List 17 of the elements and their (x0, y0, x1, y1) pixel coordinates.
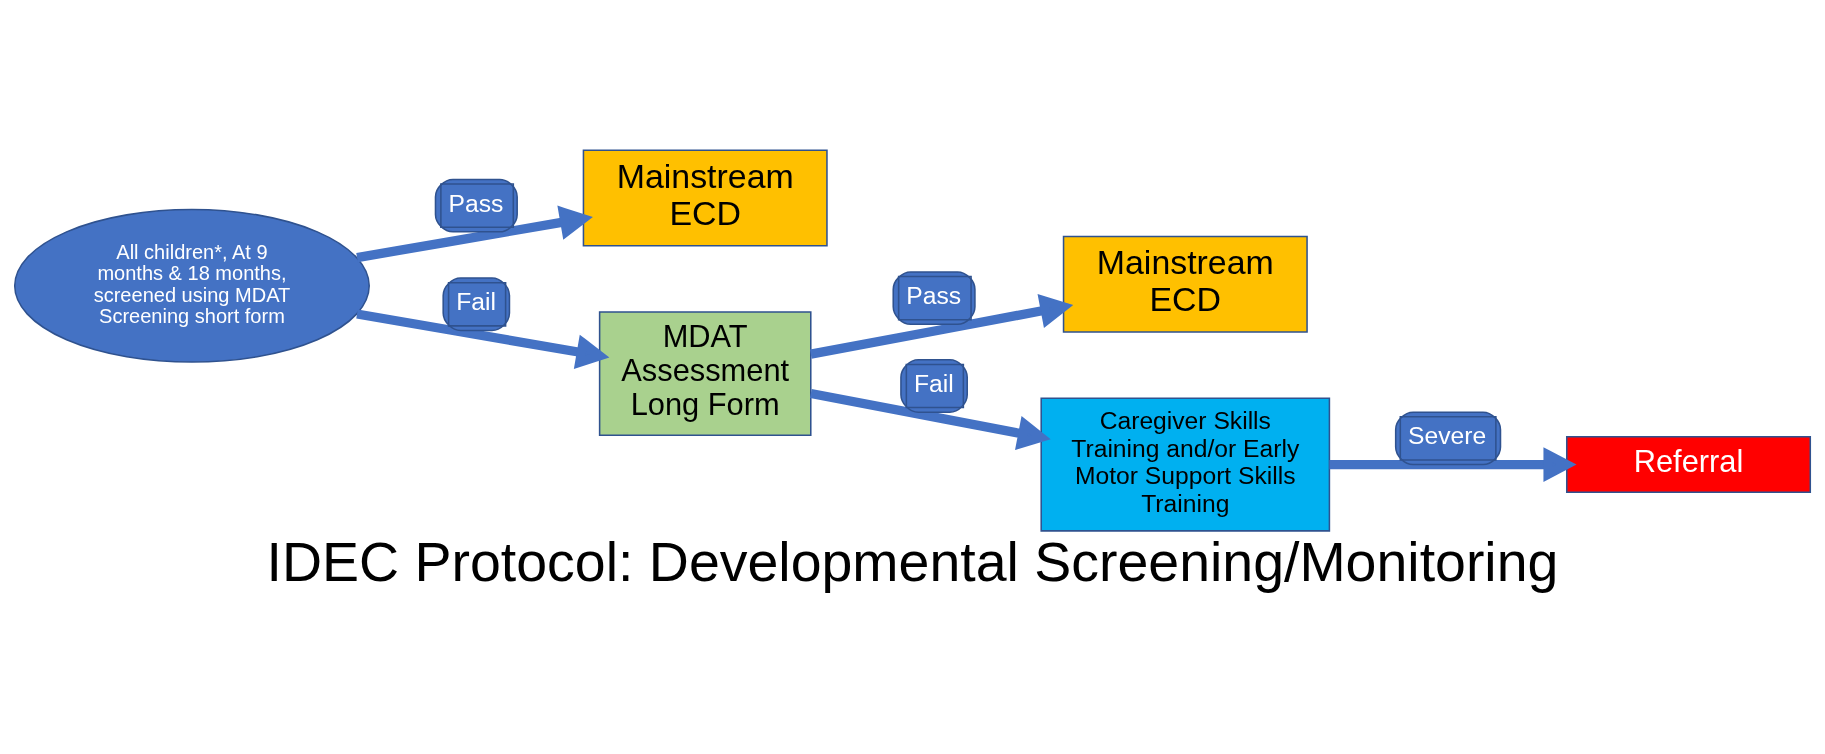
node-box: MDAT Assessment Long Form (598, 310, 812, 436)
arrow (1329, 446, 1577, 482)
node-ellipse: All children*, At 9 months & 18 months, screened using MDAT Screening short form (13, 208, 370, 363)
arrow (809, 388, 1051, 450)
edge-label: Fail (914, 369, 954, 397)
node-box: Mainstream ECD (1062, 235, 1308, 333)
edge-label: Pass (906, 281, 962, 309)
edge-label: Severe (1408, 421, 1487, 449)
edge-label: Fail (456, 287, 497, 315)
diagram-title: IDEC Protocol: Developmental Screening/Monitoring (266, 530, 1559, 593)
arrow (356, 205, 593, 262)
arrow (810, 293, 1074, 359)
edge-label: Pass (448, 189, 504, 217)
node-box: Mainstream ECD (582, 148, 828, 246)
node-box: Caregiver Skills Training and/or Early Motor Support Skills Training (1040, 397, 1331, 532)
arrow (356, 308, 610, 369)
node-box: Referral (1566, 435, 1812, 493)
